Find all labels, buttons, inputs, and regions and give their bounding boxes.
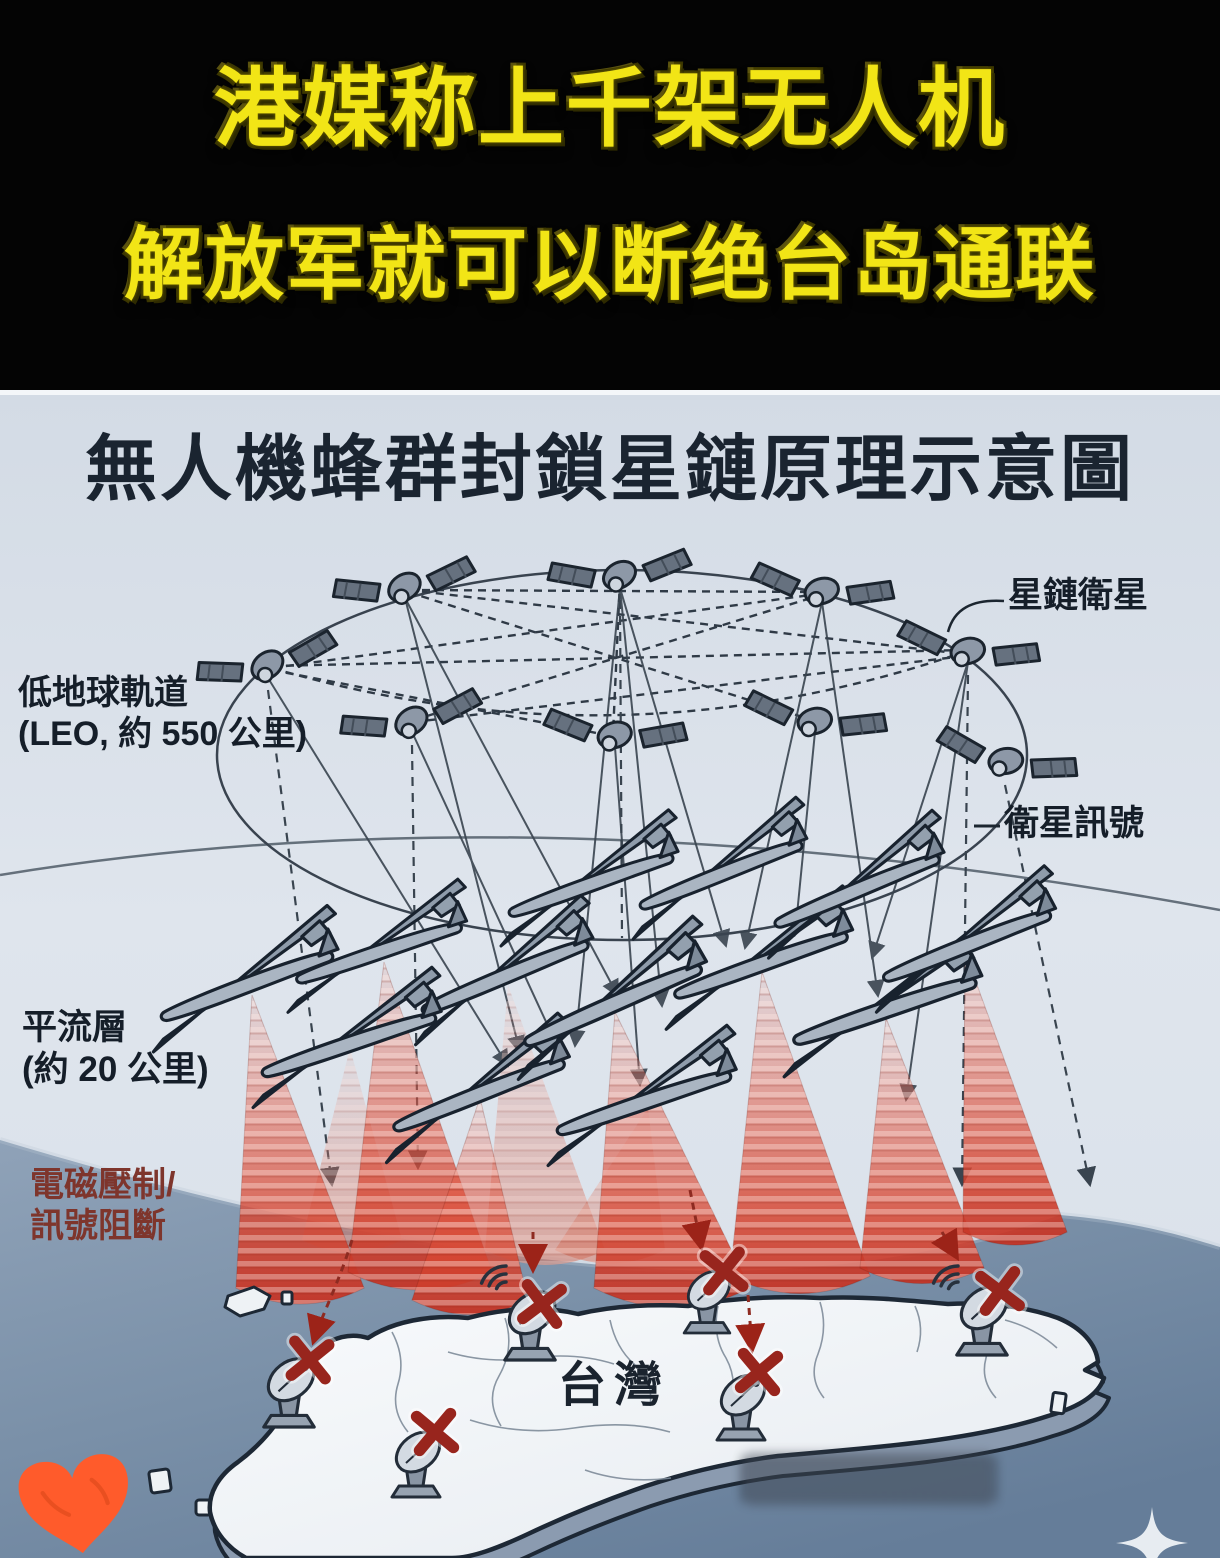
headline-line1: 港媒称上千架无人机 xyxy=(214,61,1006,157)
taiwan-label: 台灣 xyxy=(558,1359,671,1412)
stratosphere-label-line2: (約 20 公里) xyxy=(22,1050,209,1089)
starlink-label-pointer xyxy=(946,599,1005,633)
blocked-x-icon xyxy=(741,1354,778,1391)
stratosphere-label-line1: 平流層 xyxy=(22,1008,128,1047)
blocked-x-icon xyxy=(417,1414,454,1451)
satellite-link-mesh xyxy=(271,579,965,738)
blocked-x-icon xyxy=(291,1341,328,1378)
jamming-label-line2: 訊號阻斷 xyxy=(30,1206,166,1245)
stratosphere-label: 平流層 (約 20 公里) xyxy=(22,1007,209,1091)
satellite-signal-label: 衛星訊號 xyxy=(1004,804,1145,843)
leo-orbit-label: 低地球軌道 (LEO, 約 550 公里) xyxy=(18,673,307,755)
blocked-x-icon xyxy=(705,1252,742,1289)
watermark-blur xyxy=(742,1453,996,1505)
diagram-panel: 無人機蜂群封鎖星鏈原理示意圖 星鏈衛星 低地球軌道 (LEO, 約 550 公里… xyxy=(0,395,1220,1558)
sparkle-icon xyxy=(1116,1507,1188,1558)
starlink-satellite-label: 星鏈衛星 xyxy=(1008,576,1149,615)
headline-line2: 解放军就可以断绝台岛通联 xyxy=(124,220,1096,309)
strike-arrows xyxy=(307,1189,960,1354)
separator-strip xyxy=(0,390,1220,395)
heart-icon xyxy=(18,1454,128,1554)
atmosphere-arc xyxy=(0,836,1220,912)
jamming-label: 電磁壓制/ 訊號阻斷 xyxy=(30,1165,175,1247)
jamming-label-line1: 電磁壓制/ xyxy=(30,1166,176,1204)
leo-orbit-label-line2: (LEO, 約 550 公里) xyxy=(18,714,308,753)
headline-banner: 港媒称上千架无人机 解放军就可以断绝台岛通联 xyxy=(0,0,1220,390)
diagram-artwork xyxy=(0,395,1220,1558)
diagram-title: 無人機蜂群封鎖星鏈原理示意圖 xyxy=(84,430,1135,510)
green-island xyxy=(1049,1391,1068,1416)
blocked-x-icon xyxy=(523,1285,561,1323)
leo-orbit-label-line1: 低地球軌道 xyxy=(18,674,188,712)
blocked-x-icon xyxy=(981,1272,1019,1310)
